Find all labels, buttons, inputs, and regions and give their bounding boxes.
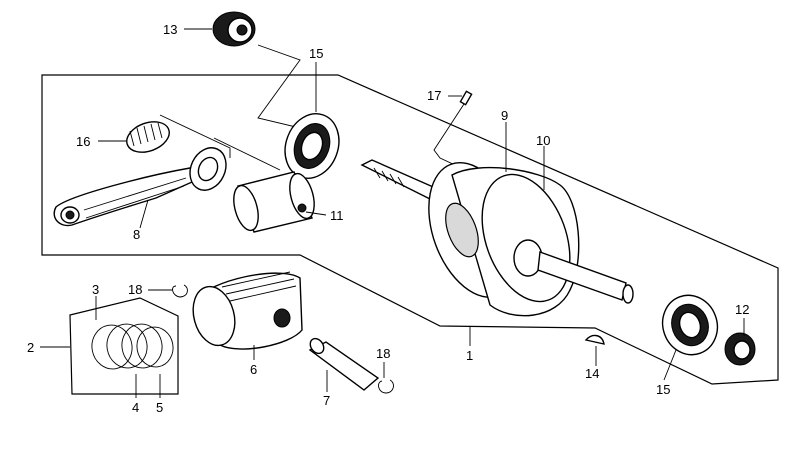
leader-lines [40,28,745,398]
piston-rings [91,323,174,370]
callout-6: 6 [250,362,257,377]
ring-group-outline [69,297,179,395]
callout-18-upper: 18 [128,282,142,297]
leader-rod-bracket [159,114,281,171]
bearing-15-lower [661,294,719,356]
leader-gear-13-to-bearing [257,44,301,129]
callout-15-upper: 15 [309,46,323,61]
leader-pin-17 [433,103,471,173]
piston-pin-7 [308,337,380,391]
callout-13: 13 [163,22,177,37]
callout-10: 10 [536,133,550,148]
piston-6 [192,271,303,350]
bearing-15-upper [284,113,340,179]
callout-11: 11 [330,208,344,223]
callout-3: 3 [92,282,99,297]
callout-15-lower: 15 [656,382,670,397]
pin-17 [459,90,473,106]
callout-2: 2 [27,340,34,355]
callout-8: 8 [133,227,140,242]
callout-1: 1 [466,348,473,363]
connecting-rod-8 [53,147,227,227]
needle-bearing-16 [126,121,170,153]
crankshaft-assembly [360,159,634,317]
callout-16: 16 [76,134,90,149]
circlip-18-lower [378,379,394,394]
assembly-outline [41,74,779,385]
woodruff-key-14 [584,334,605,345]
callout-17: 17 [427,88,441,103]
drive-gear-13 [212,11,256,47]
callout-18-lower: 18 [376,346,390,361]
callout-9: 9 [501,108,508,123]
callout-4: 4 [132,400,139,415]
callout-12: 12 [735,302,749,317]
circlip-18-upper [172,284,188,298]
drive-gear-12 [724,332,756,366]
crank-pin-11 [233,171,315,233]
callout-14: 14 [585,366,599,381]
callout-5: 5 [156,400,163,415]
callout-7: 7 [323,393,330,408]
